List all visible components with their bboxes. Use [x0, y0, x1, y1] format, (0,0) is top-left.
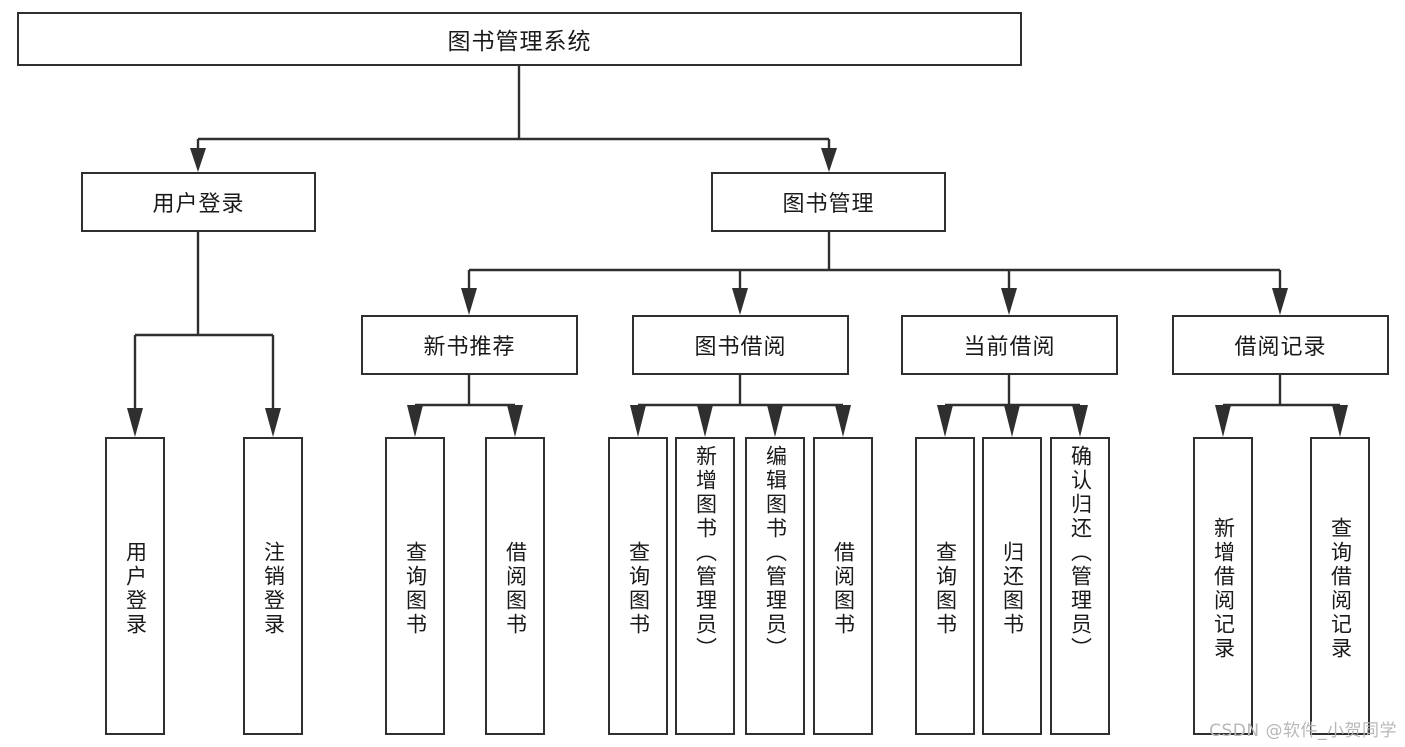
leaf-borrow-record-query[interactable]: 查询借阅记录 — [1310, 437, 1370, 735]
node-current-borrow[interactable]: 当前借阅 — [901, 315, 1118, 375]
arrowhead-currentborrow-leaf-2 — [1004, 405, 1020, 437]
leaf-user-login-login-label: 用户登录 — [123, 541, 148, 637]
node-borrow-record-label: 借阅记录 — [1234, 335, 1327, 360]
leaf-borrow-record-add[interactable]: 新增借阅记录 — [1193, 437, 1253, 735]
leaf-user-login-logout[interactable]: 注销登录 — [243, 437, 303, 735]
leaf-new-book-borrow[interactable]: 借阅图书 — [485, 437, 545, 735]
arrowhead-user-login — [190, 148, 206, 172]
leaf-book-borrow-borrow[interactable]: 借阅图书 — [813, 437, 873, 735]
leaf-new-book-query-label: 查询图书 — [403, 541, 428, 637]
leaf-current-borrow-query[interactable]: 查询图书 — [915, 437, 975, 735]
leaf-book-borrow-add[interactable]: 新增图书（管理员） — [675, 437, 735, 735]
node-book-management-label: 图书管理 — [782, 192, 875, 217]
arrowhead-bookborrow — [732, 288, 748, 315]
arrowhead-currentborrow-leaf-3 — [1072, 405, 1088, 437]
node-borrow-record[interactable]: 借阅记录 — [1172, 315, 1389, 375]
node-current-borrow-label: 当前借阅 — [963, 335, 1056, 360]
leaf-borrow-record-add-label: 新增借阅记录 — [1211, 517, 1236, 661]
arrowhead-newbook-leaf-1 — [407, 405, 423, 437]
node-book-management[interactable]: 图书管理 — [711, 172, 946, 232]
leaf-book-borrow-borrow-label: 借阅图书 — [831, 541, 856, 637]
leaf-new-book-query[interactable]: 查询图书 — [385, 437, 445, 735]
leaf-current-borrow-confirm[interactable]: 确认归还（管理员） — [1050, 437, 1110, 735]
leaf-current-borrow-query-label: 查询图书 — [933, 541, 958, 637]
node-user-login[interactable]: 用户登录 — [81, 172, 316, 232]
watermark-text: CSDN @软件_小贺同学 — [1209, 721, 1397, 741]
node-root[interactable]: 图书管理系统 — [17, 12, 1022, 66]
leaf-book-borrow-edit-label: 编辑图书（管理员） — [763, 445, 788, 661]
leaf-current-borrow-return[interactable]: 归还图书 — [982, 437, 1042, 735]
node-book-borrow-label: 图书借阅 — [694, 335, 787, 360]
arrowhead-borrowrecord — [1272, 288, 1288, 315]
arrowhead-bookborrow-leaf-2 — [697, 405, 713, 437]
arrowhead-borrowrecord-leaf-2 — [1332, 405, 1348, 437]
leaf-book-borrow-query-label: 查询图书 — [626, 541, 651, 637]
leaf-book-borrow-edit[interactable]: 编辑图书（管理员） — [745, 437, 805, 735]
arrowhead-userlogin-leaf-2 — [265, 408, 281, 437]
node-book-borrow[interactable]: 图书借阅 — [632, 315, 849, 375]
arrowhead-currentborrow-leaf-1 — [937, 405, 953, 437]
node-new-book-recommend[interactable]: 新书推荐 — [361, 315, 578, 375]
arrowhead-newbook — [461, 288, 477, 315]
arrowhead-book-mgmt — [821, 148, 837, 172]
arrowhead-userlogin-leaf-1 — [127, 408, 143, 437]
arrowhead-borrowrecord-leaf-1 — [1215, 405, 1231, 437]
arrowhead-bookborrow-leaf-4 — [835, 405, 851, 437]
arrowhead-bookborrow-leaf-3 — [767, 405, 783, 437]
leaf-user-login-logout-label: 注销登录 — [261, 541, 286, 637]
node-root-label: 图书管理系统 — [447, 29, 592, 55]
leaf-current-borrow-confirm-label: 确认归还（管理员） — [1068, 445, 1093, 661]
leaf-user-login-login[interactable]: 用户登录 — [105, 437, 165, 735]
leaf-current-borrow-return-label: 归还图书 — [1000, 541, 1025, 637]
arrowhead-bookborrow-leaf-1 — [630, 405, 646, 437]
node-user-login-label: 用户登录 — [152, 192, 245, 217]
leaf-book-borrow-add-label: 新增图书（管理员） — [693, 445, 718, 661]
leaf-book-borrow-query[interactable]: 查询图书 — [608, 437, 668, 735]
arrowhead-newbook-leaf-2 — [507, 405, 523, 437]
arrowhead-currentborrow — [1001, 288, 1017, 315]
node-new-book-recommend-label: 新书推荐 — [423, 335, 516, 360]
leaf-new-book-borrow-label: 借阅图书 — [503, 541, 528, 637]
leaf-borrow-record-query-label: 查询借阅记录 — [1328, 517, 1353, 661]
